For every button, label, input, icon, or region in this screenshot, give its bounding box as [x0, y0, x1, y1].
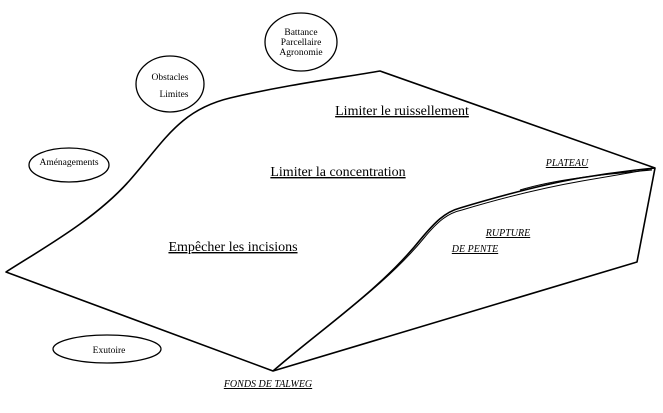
battance-bubble: Battance Parcellaire Agronomie	[264, 12, 338, 72]
zone-runoff-label: Limiter le ruissellement	[335, 104, 469, 119]
fonds-talweg-label: FONDS DE TALWEG	[223, 379, 312, 390]
amenagements-bubble: Aménagements	[28, 147, 110, 183]
obstacles-bubble: Obstacles Limites	[135, 55, 205, 113]
limites-text: Limites	[159, 90, 188, 100]
parcellaire-text: Parcellaire	[281, 38, 322, 48]
plateau-edge	[519, 169, 653, 191]
pente-label: DE PENTE	[451, 244, 498, 255]
agronomie-text: Agronomie	[279, 48, 322, 58]
thalweg-line-shadow	[276, 167, 656, 369]
exutoire-text: Exutoire	[93, 346, 126, 356]
zone-concentration-label: Limiter la concentration	[270, 165, 405, 180]
exutoire-bubble: Exutoire	[52, 334, 162, 364]
rupture-label: RUPTURE	[485, 228, 530, 239]
amenagements-text: Aménagements	[39, 158, 98, 168]
zone-incision-label: Empêcher les incisions	[168, 240, 297, 255]
thalweg-line	[272, 167, 656, 372]
battance-text: Battance	[284, 28, 317, 38]
plateau-label: PLATEAU	[545, 158, 589, 169]
obstacles-text: Obstacles	[152, 73, 189, 83]
landscape-outline	[5, 70, 656, 372]
